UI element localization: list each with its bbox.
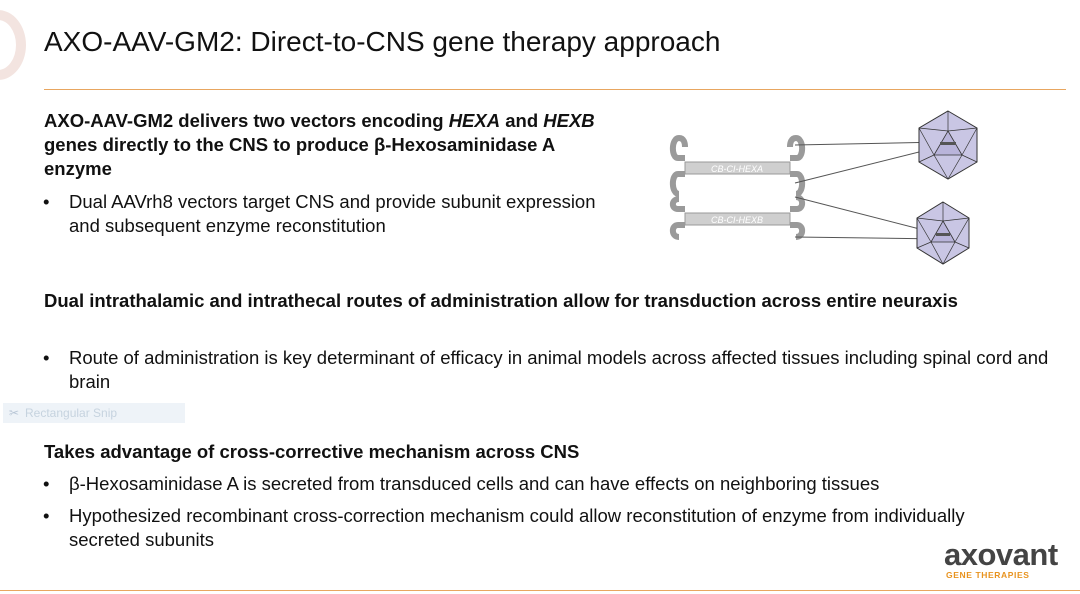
connector-line xyxy=(794,145,944,184)
section1-heading-text-2: and xyxy=(500,110,544,131)
axovant-logo: axovant GENE THERAPIES xyxy=(944,537,1066,580)
corner-decoration xyxy=(0,10,26,80)
section3-bullet-1: β-Hexosaminidase A is secreted from tran… xyxy=(43,472,1059,496)
scissors-icon: ✂ xyxy=(9,406,20,420)
vector-hexb: CB-CI-HEXB xyxy=(669,194,806,240)
snip-label: Rectangular Snip xyxy=(25,406,118,420)
title-divider xyxy=(44,89,1066,90)
vector1-label: CB-CI-HEXA xyxy=(711,164,763,174)
slide-title: AXO-AAV-GM2: Direct-to-CNS gene therapy … xyxy=(44,26,721,57)
rectangular-snip-tooltip[interactable]: ✂ Rectangular Snip xyxy=(3,403,185,423)
section1-heading: AXO-AAV-GM2 delivers two vectors encodin… xyxy=(44,109,614,181)
vector-capsid-diagram: CB-CI-HEXA CB-CI-HEXB xyxy=(669,110,978,265)
vector2-label: CB-CI-HEXB xyxy=(711,215,763,225)
vector-hexa: CB-CI-HEXA xyxy=(669,134,806,197)
gene-hexb: HEXB xyxy=(543,110,595,131)
section2-bullet-1: Route of administration is key determina… xyxy=(43,346,1059,394)
section3-bullet-2: Hypothesized recombinant cross-correctio… xyxy=(43,504,999,552)
section1-heading-text-3: genes directly to the CNS to produce β-H… xyxy=(44,134,555,179)
connector-line xyxy=(794,141,944,146)
section1-heading-text-1: AXO-AAV-GM2 delivers two vectors encodin… xyxy=(44,110,449,131)
section1-bullet-1: Dual AAVrh8 vectors target CNS and provi… xyxy=(43,190,609,238)
capsid-hexb-icon xyxy=(916,201,970,265)
gene-hexa: HEXA xyxy=(448,110,501,131)
section3-heading: Takes advantage of cross-corrective mech… xyxy=(44,441,580,462)
capsid-hexa-icon xyxy=(918,110,978,180)
section2-heading: Dual intrathalamic and intrathecal route… xyxy=(44,290,958,311)
logo-tagline: GENE THERAPIES xyxy=(946,570,1030,580)
footer-divider xyxy=(0,590,1080,591)
logo-wordmark: axovant xyxy=(944,537,1058,572)
